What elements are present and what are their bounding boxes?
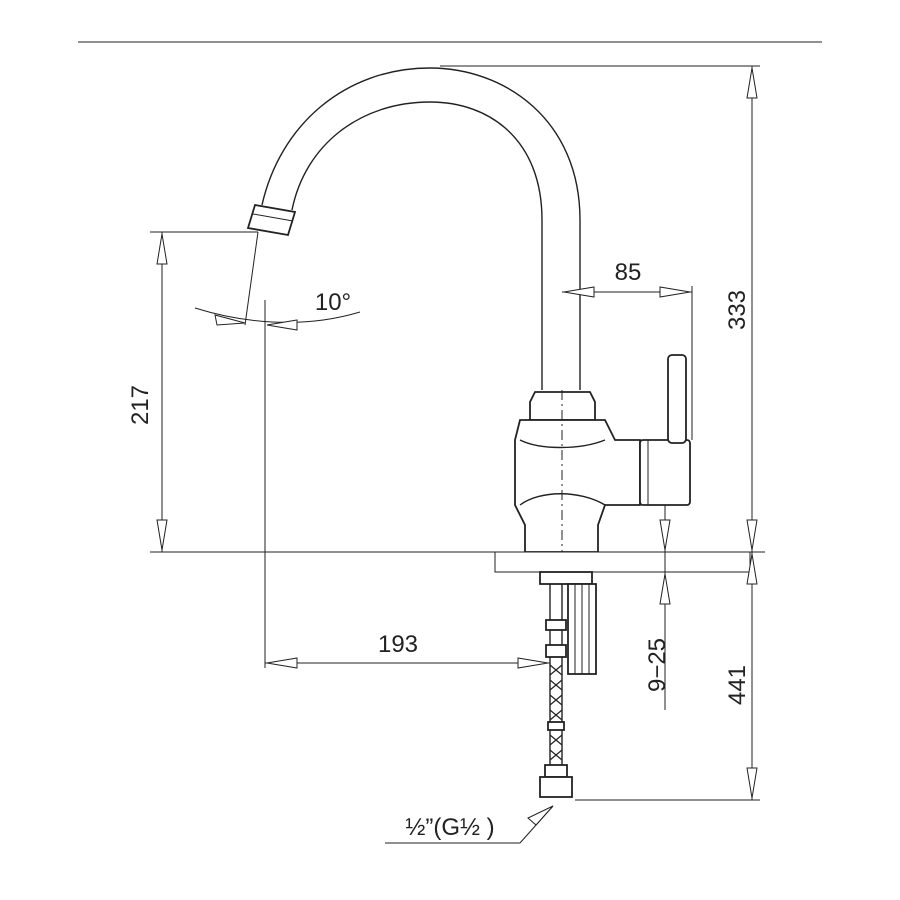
dimension-9-25: 9−25 (600, 505, 678, 710)
connection-label: ½”(G½ ) (405, 814, 494, 841)
dim-angle-label: 10° (315, 289, 351, 316)
dimension-333: 333 (440, 65, 765, 553)
dimension-217: 217 (127, 231, 495, 553)
dim-333-label: 333 (724, 290, 751, 330)
dim-441-label: 441 (724, 665, 751, 705)
dim-217-label: 217 (127, 385, 154, 425)
spout-inner (291, 101, 543, 390)
connection-callout: ½”(G½ ) (385, 805, 554, 844)
supply-hose (539, 584, 573, 798)
dimension-441: 441 (575, 552, 760, 801)
dim-9-25-label: 9−25 (644, 638, 671, 692)
mounting-nut (539, 571, 593, 585)
dim-85-label: 85 (615, 259, 642, 286)
spout-outer (261, 67, 581, 390)
faucet-outline (246, 67, 751, 798)
dimension-193: 193 (264, 300, 550, 669)
faucet-body (514, 419, 641, 553)
deck (494, 551, 751, 573)
lever-handle (667, 354, 687, 444)
dimension-85: 85 (562, 259, 693, 440)
dimension-angle-10: 10° (194, 231, 361, 331)
dim-193-label: 193 (378, 631, 418, 658)
aerator (246, 203, 297, 237)
